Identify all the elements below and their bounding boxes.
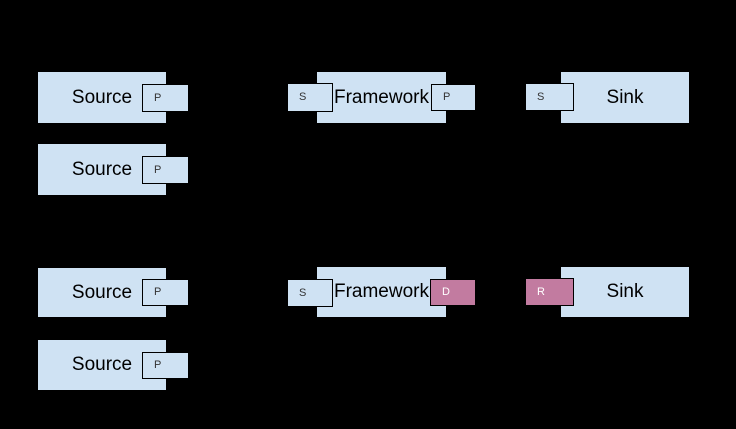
sink-node-top: Sink S xyxy=(525,72,689,123)
source-label: Source xyxy=(71,158,133,180)
port-s: S xyxy=(287,279,333,307)
framework-label: Framework xyxy=(333,86,429,108)
port-letter: P xyxy=(154,286,162,298)
port-p: P xyxy=(142,279,189,306)
sink-label: Sink xyxy=(606,86,644,108)
port-letter: R xyxy=(537,285,545,298)
port-letter: S xyxy=(299,91,307,103)
port-letter: P xyxy=(154,91,162,104)
port-letter: S xyxy=(537,90,545,103)
port-letter: P xyxy=(154,359,162,371)
source-node-bottom-1: Source P xyxy=(38,268,189,317)
source-label: Source xyxy=(71,281,133,303)
port-r: R xyxy=(525,278,574,306)
port-s: S xyxy=(287,83,333,112)
framework-node-top: Framework S P xyxy=(287,72,476,123)
port-p: P xyxy=(142,84,189,112)
port-s: S xyxy=(525,83,574,111)
framework-node-bottom: Framework S D xyxy=(287,267,476,317)
port-p: P xyxy=(142,156,189,184)
source-node-bottom-2: Source P xyxy=(38,340,189,390)
port-letter: D xyxy=(442,286,450,298)
port-d: D xyxy=(430,279,476,306)
source-node-top-1: Source P xyxy=(38,72,189,123)
source-label: Source xyxy=(71,86,133,108)
port-letter: S xyxy=(299,286,307,299)
port-p: P xyxy=(142,352,189,379)
port-p: P xyxy=(431,84,476,111)
port-letter: P xyxy=(443,91,451,103)
source-label: Source xyxy=(71,354,133,375)
sink-node-bottom: Sink R xyxy=(525,267,689,317)
sink-label: Sink xyxy=(606,281,644,302)
port-letter: P xyxy=(154,163,162,176)
framework-label: Framework xyxy=(333,281,429,302)
source-node-top-2: Source P xyxy=(38,144,189,195)
